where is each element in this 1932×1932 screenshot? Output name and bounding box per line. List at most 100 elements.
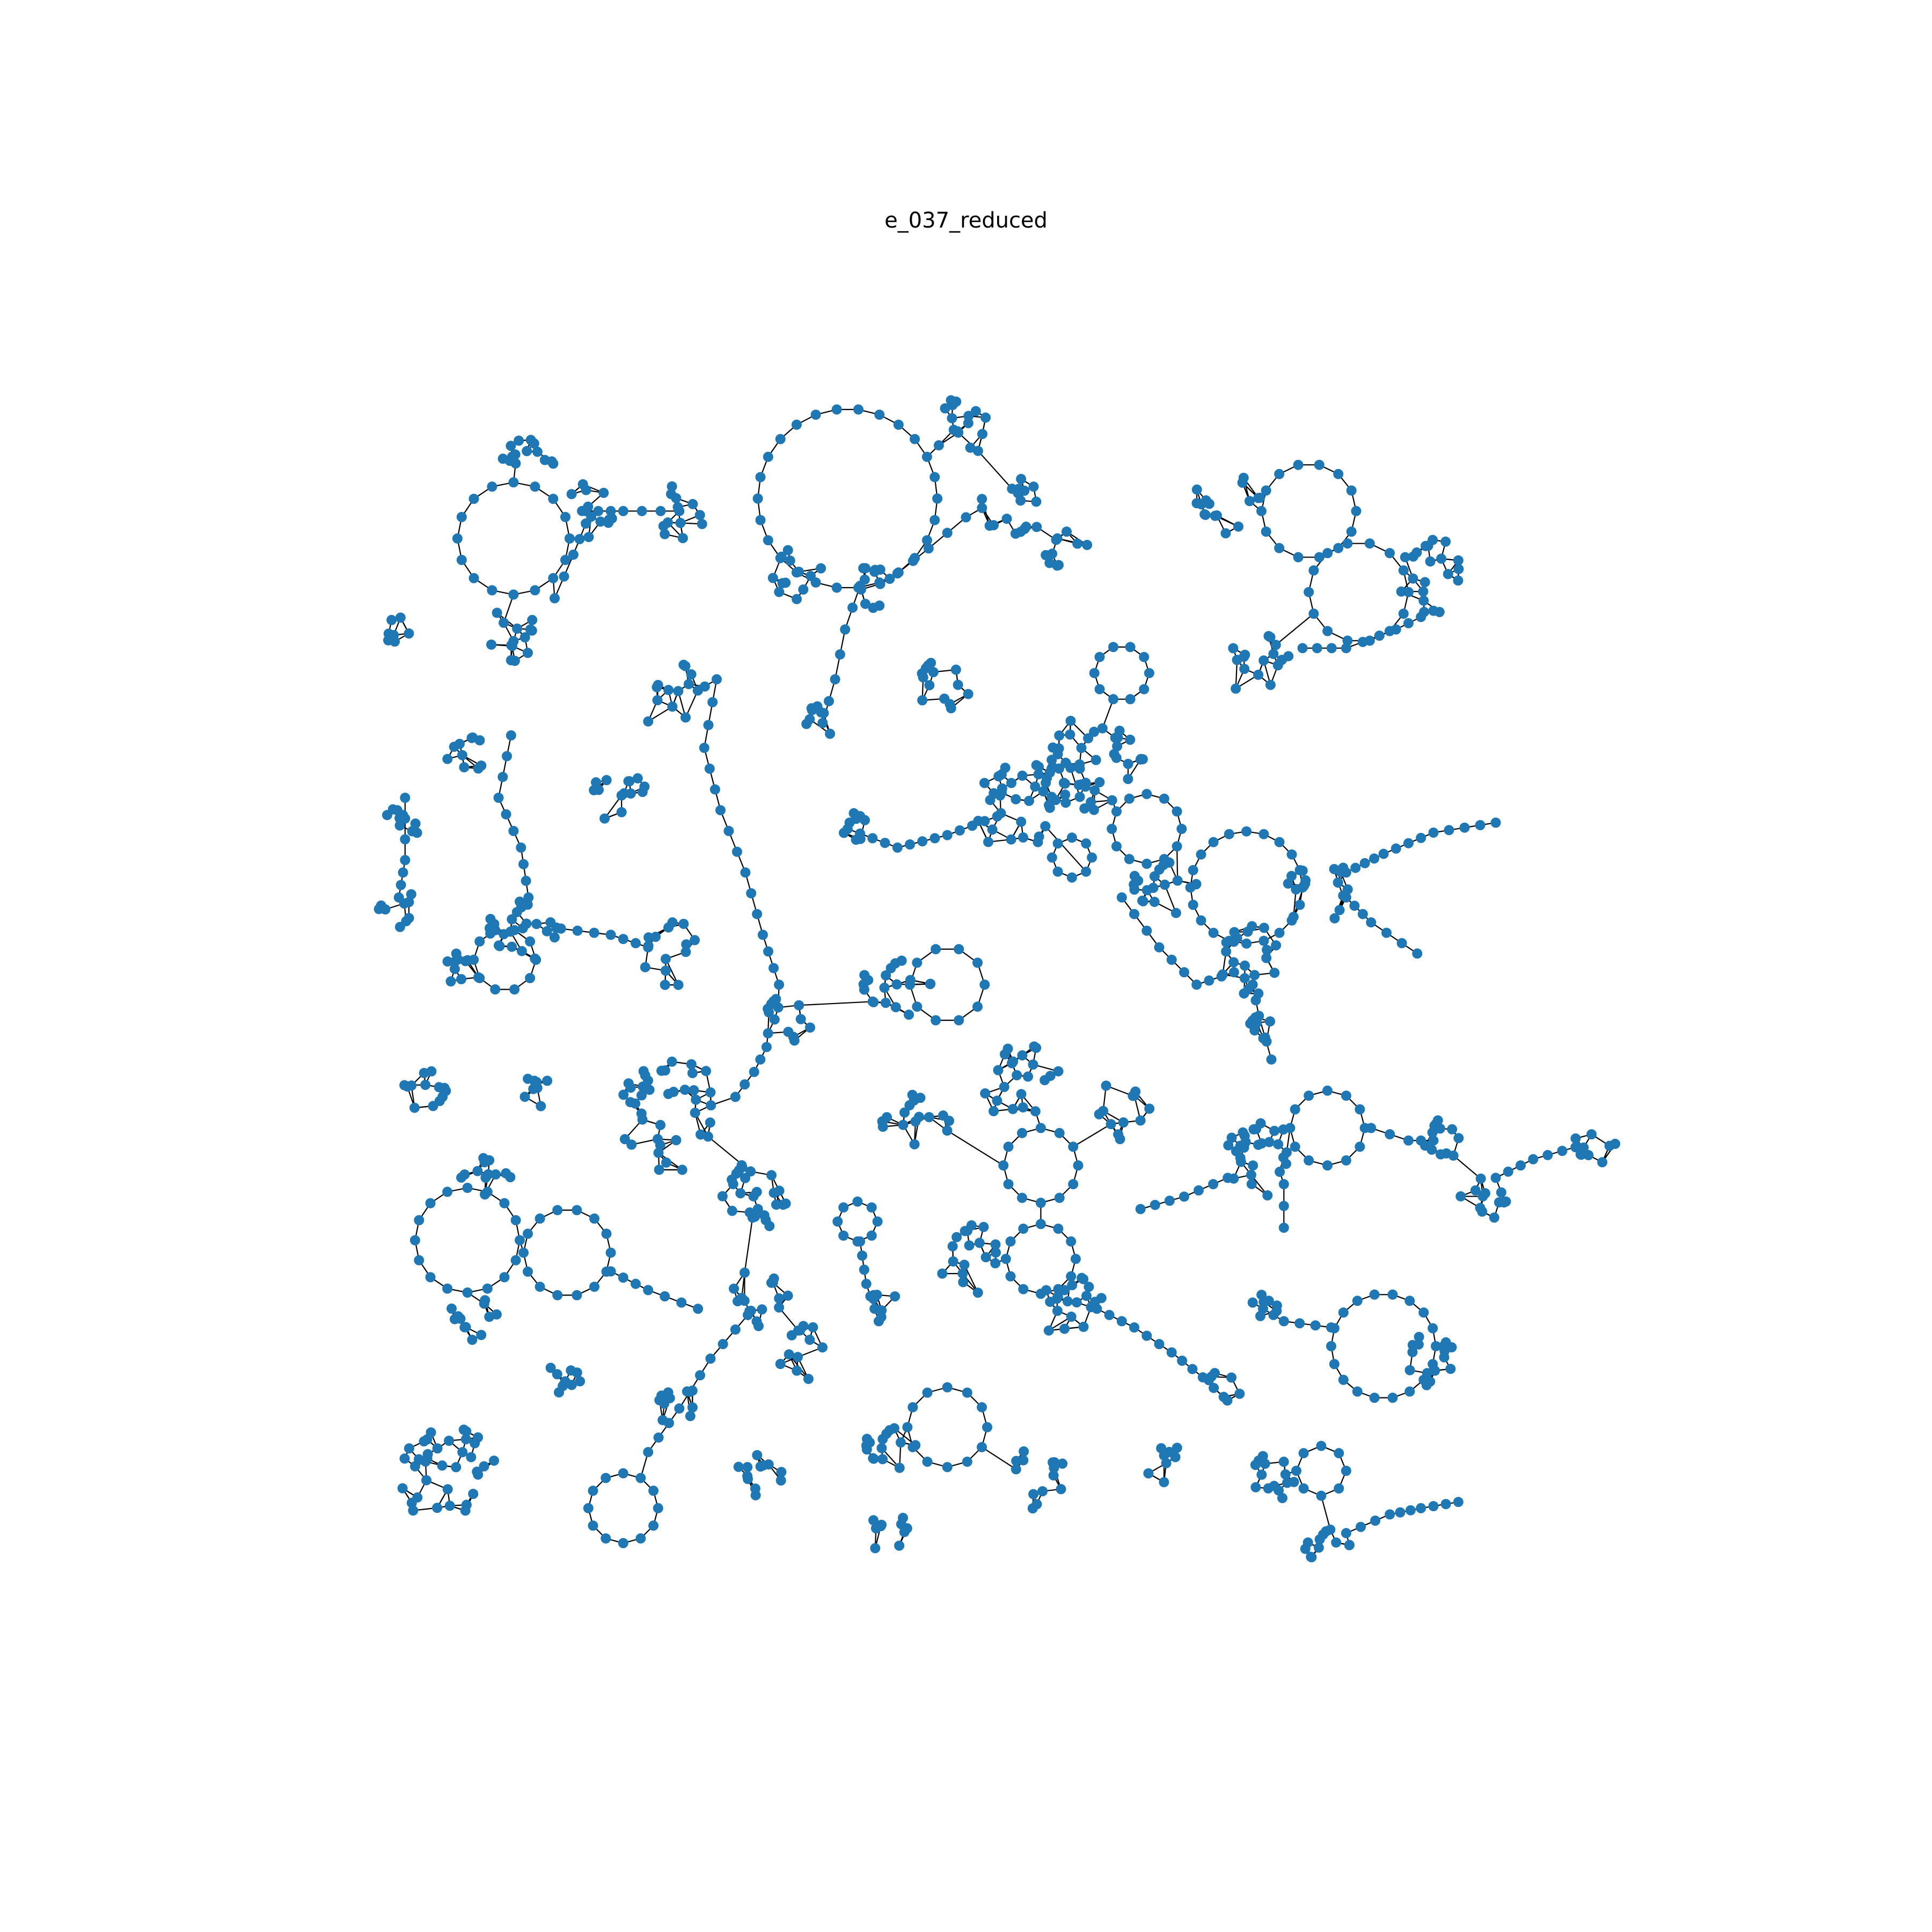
graph-node xyxy=(835,649,845,660)
graph-node xyxy=(1404,1296,1415,1306)
graph-node xyxy=(1123,758,1133,769)
graph-node xyxy=(1172,841,1182,852)
graph-node xyxy=(690,1108,700,1118)
graph-node xyxy=(1338,1307,1349,1318)
graph-node xyxy=(752,909,763,919)
graph-node xyxy=(1220,528,1231,539)
graph-node xyxy=(663,685,674,696)
graph-node xyxy=(1071,1297,1082,1308)
graph-edge xyxy=(1102,699,1114,729)
graph-node xyxy=(1172,806,1182,817)
graph-node xyxy=(817,718,828,728)
graph-node xyxy=(1101,1080,1111,1091)
graph-node xyxy=(743,1309,753,1320)
graph-node xyxy=(868,1290,879,1300)
graph-node xyxy=(525,936,536,947)
graph-node xyxy=(1106,1119,1116,1130)
graph-node xyxy=(1322,548,1333,559)
graph-node xyxy=(512,623,523,634)
graph-node xyxy=(687,499,698,509)
graph-node xyxy=(1385,548,1395,559)
graph-node xyxy=(1237,477,1248,488)
graph-node xyxy=(506,730,516,741)
graph-node xyxy=(1288,911,1299,922)
graph-node xyxy=(1326,1341,1336,1351)
graph-node xyxy=(982,1422,992,1432)
graph-node xyxy=(1053,743,1064,754)
graph-node xyxy=(1271,940,1282,950)
graph-node xyxy=(673,686,684,697)
graph-node xyxy=(1052,1291,1063,1302)
graph-node xyxy=(924,1112,934,1123)
graph-node xyxy=(1436,553,1447,564)
graph-node xyxy=(677,533,688,544)
graph-node xyxy=(1138,896,1148,906)
graph-node xyxy=(1107,795,1117,806)
graph-node xyxy=(432,1443,443,1454)
graph-node xyxy=(769,963,779,974)
graph-node xyxy=(639,781,650,792)
graph-node xyxy=(1052,560,1063,571)
graph-node xyxy=(1258,1033,1269,1044)
graph-node xyxy=(989,1106,999,1116)
graph-node xyxy=(1283,651,1294,662)
graph-node xyxy=(1542,1150,1553,1160)
graph-node xyxy=(1170,908,1181,918)
graph-node xyxy=(1398,565,1409,576)
graph-node xyxy=(748,1191,759,1202)
graph-node xyxy=(859,984,869,995)
graph-node xyxy=(793,1352,803,1363)
graph-node xyxy=(1084,1282,1094,1292)
graph-node xyxy=(908,1402,918,1413)
graph-node xyxy=(979,979,990,990)
graph-node xyxy=(910,1116,921,1127)
graph-node xyxy=(485,913,496,924)
graph-node xyxy=(655,1119,666,1130)
graph-node xyxy=(859,970,870,980)
graph-node xyxy=(1066,1312,1077,1322)
graph-node xyxy=(1314,552,1324,562)
graph-node xyxy=(745,1166,756,1177)
graph-node xyxy=(390,636,400,647)
graph-node xyxy=(1125,734,1136,745)
graph-node xyxy=(1123,774,1133,784)
graph-node xyxy=(1333,469,1344,479)
graph-node xyxy=(1381,927,1392,938)
graph-node xyxy=(666,489,676,500)
graph-node xyxy=(491,1169,501,1180)
graph-node xyxy=(451,1462,462,1473)
graph-node xyxy=(626,1139,637,1150)
graph-node xyxy=(619,1134,630,1145)
graph-node xyxy=(1385,1129,1395,1139)
graph-node xyxy=(623,776,634,787)
graph-node xyxy=(1208,837,1219,847)
graph-node xyxy=(1073,1160,1084,1171)
graph-node xyxy=(915,1093,926,1103)
graph-node xyxy=(972,957,983,968)
graph-node xyxy=(1496,1187,1506,1198)
graph-node xyxy=(727,1205,737,1216)
graph-node xyxy=(644,1085,655,1095)
graph-node xyxy=(889,1423,899,1433)
graph-node xyxy=(516,842,526,853)
graph-node xyxy=(1310,1320,1321,1331)
graph-node xyxy=(1293,459,1304,470)
graph-node xyxy=(1128,1091,1138,1101)
graph-node xyxy=(1447,1124,1458,1135)
graph-node xyxy=(894,1462,905,1473)
graph-node xyxy=(778,1199,788,1210)
graph-node xyxy=(397,1483,408,1494)
graph-node xyxy=(1042,773,1052,784)
graph-node xyxy=(1052,533,1063,544)
graph-node xyxy=(1316,1490,1327,1501)
graph-node xyxy=(785,555,795,566)
graph-node xyxy=(1261,485,1271,496)
graph-node xyxy=(1111,841,1122,852)
graph-node xyxy=(1043,1325,1054,1336)
graph-node xyxy=(962,1457,972,1467)
graph-node xyxy=(1557,1146,1568,1156)
graph-node xyxy=(881,1429,892,1439)
graph-node xyxy=(693,1304,704,1314)
graph-node xyxy=(740,1079,750,1090)
graph-node xyxy=(794,566,804,577)
